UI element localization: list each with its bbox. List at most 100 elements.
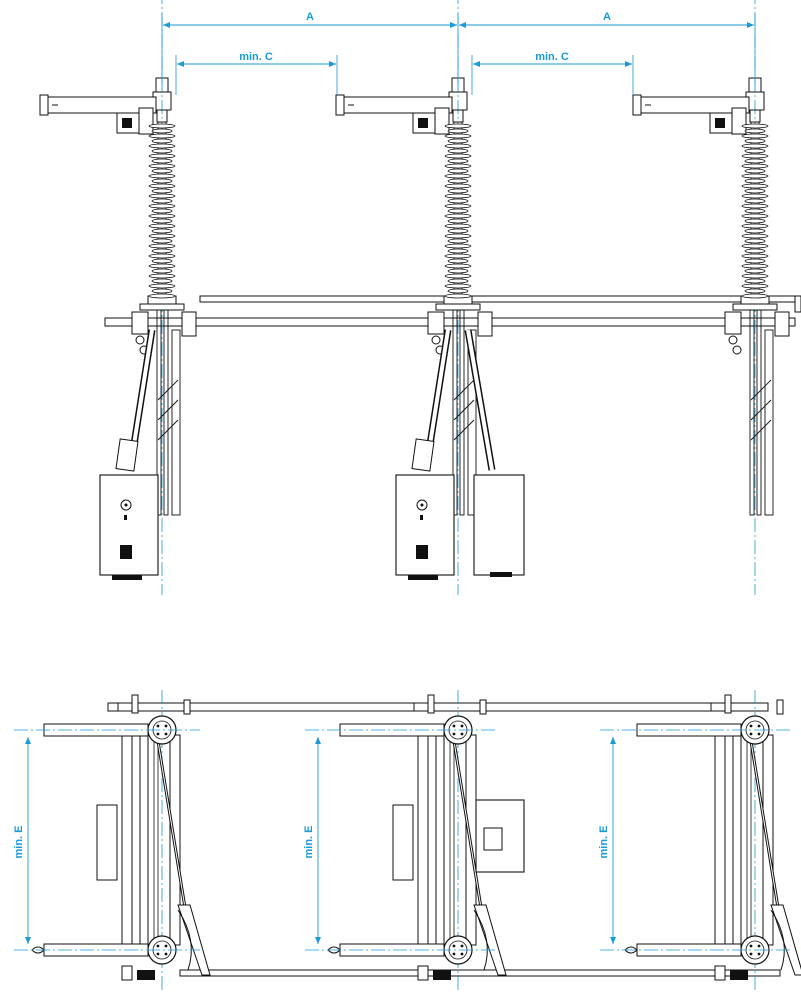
insulator-shed-1: [151, 148, 173, 154]
insulator-shed-3: [744, 128, 766, 134]
insulator-shed-1: [151, 198, 173, 204]
insulator-shed-1: [148, 203, 176, 209]
insulator-shed-1: [151, 278, 173, 284]
insulator-shed-1: [148, 183, 176, 189]
insulator-shed-1: [151, 238, 173, 244]
insulator-shed-1: [151, 128, 173, 134]
insulator-shed-2: [444, 233, 472, 239]
insulator-shed-3: [744, 208, 766, 214]
dimension-a: A A: [161, 11, 756, 85]
insulator-shed-3: [744, 178, 766, 184]
insulator-shed-3: [744, 278, 766, 284]
insulator-shed-2: [447, 188, 469, 194]
insulator-shed-1: [151, 248, 173, 254]
dimension-e-label-2: min. E: [303, 825, 315, 858]
insulator-shed-2: [447, 148, 469, 154]
insulator-shed-3: [744, 228, 766, 234]
insulator-shed-3: [741, 163, 769, 169]
insulator-shed-1: [148, 163, 176, 169]
insulator-shed-2: [447, 248, 469, 254]
insulator-shed-3: [744, 188, 766, 194]
insulator-shed-3: [741, 263, 769, 269]
insulator-shed-1: [148, 193, 176, 199]
insulator-shed-2: [444, 143, 472, 149]
insulator-shed-2: [444, 133, 472, 139]
insulator-shed-2: [444, 173, 472, 179]
insulator-shed-1: [151, 158, 173, 164]
insulator-shed-3: [744, 268, 766, 274]
insulator-shed-3: [744, 138, 766, 144]
insulator-shed-3: [741, 203, 769, 209]
insulator-shed-1: [148, 243, 176, 249]
insulator-shed-3: [744, 258, 766, 264]
insulator-shed-1: [151, 288, 173, 294]
insulator-shed-1: [148, 253, 176, 259]
insulator-shed-3: [741, 123, 769, 129]
insulator-shed-3: [741, 233, 769, 239]
dimension-c-label-2: min. C: [535, 51, 569, 63]
insulator-shed-1: [148, 293, 176, 299]
insulator-shed-2: [444, 253, 472, 259]
dimension-e-label: min. E: [13, 825, 25, 858]
insulator-shed-2: [447, 168, 469, 174]
dimension-c-label: min. C: [239, 51, 273, 63]
insulator-shed-2: [444, 213, 472, 219]
insulator-shed-1: [148, 133, 176, 139]
insulator-shed-2: [444, 283, 472, 289]
insulator-shed-2: [447, 128, 469, 134]
dimension-e-label-3: min. E: [598, 825, 610, 858]
pole-3-plan: [623, 688, 801, 992]
insulator-shed-2: [444, 163, 472, 169]
insulator-shed-2: [444, 203, 472, 209]
dimension-a-label: A: [306, 11, 314, 23]
insulator-shed-1: [148, 283, 176, 289]
insulator-shed-2: [447, 228, 469, 234]
insulator-shed-3: [744, 168, 766, 174]
insulator-shed-2: [447, 278, 469, 284]
dimension-c: min. C min. C: [175, 51, 634, 95]
insulator-sheds: [148, 123, 769, 299]
insulator-shed-2: [444, 223, 472, 229]
insulator-shed-3: [741, 133, 769, 139]
insulator-shed-2: [447, 178, 469, 184]
insulator-shed-3: [744, 248, 766, 254]
insulator-shed-1: [151, 268, 173, 274]
insulator-shed-1: [151, 178, 173, 184]
pole-1-plan: [30, 688, 212, 992]
dimension-a-label-2: A: [603, 11, 611, 23]
coupling-bars-front: [104, 295, 801, 327]
insulator-shed-1: [148, 143, 176, 149]
insulator-shed-3: [744, 288, 766, 294]
insulator-shed-2: [447, 268, 469, 274]
insulator-shed-1: [151, 258, 173, 264]
insulator-shed-1: [151, 208, 173, 214]
insulator-shed-3: [741, 173, 769, 179]
insulator-shed-3: [741, 223, 769, 229]
insulator-shed-2: [444, 293, 472, 299]
insulator-shed-3: [744, 218, 766, 224]
insulator-shed-2: [447, 258, 469, 264]
insulator-shed-2: [447, 138, 469, 144]
insulator-shed-2: [447, 158, 469, 164]
insulator-shed-2: [447, 208, 469, 214]
insulator-shed-2: [444, 193, 472, 199]
insulator-shed-1: [151, 218, 173, 224]
insulator-shed-1: [151, 138, 173, 144]
insulator-shed-1: [148, 153, 176, 159]
insulator-shed-2: [447, 238, 469, 244]
insulator-shed-1: [148, 233, 176, 239]
insulator-shed-3: [744, 238, 766, 244]
insulator-shed-1: [151, 228, 173, 234]
insulator-shed-3: [741, 283, 769, 289]
insulator-shed-1: [148, 263, 176, 269]
insulator-shed-3: [741, 253, 769, 259]
insulator-shed-3: [741, 273, 769, 279]
insulator-shed-2: [447, 198, 469, 204]
insulator-shed-2: [444, 273, 472, 279]
insulator-shed-1: [148, 213, 176, 219]
insulator-shed-3: [744, 148, 766, 154]
insulator-shed-2: [444, 123, 472, 129]
insulator-shed-3: [741, 243, 769, 249]
coupling-bars-plan: [107, 702, 781, 977]
